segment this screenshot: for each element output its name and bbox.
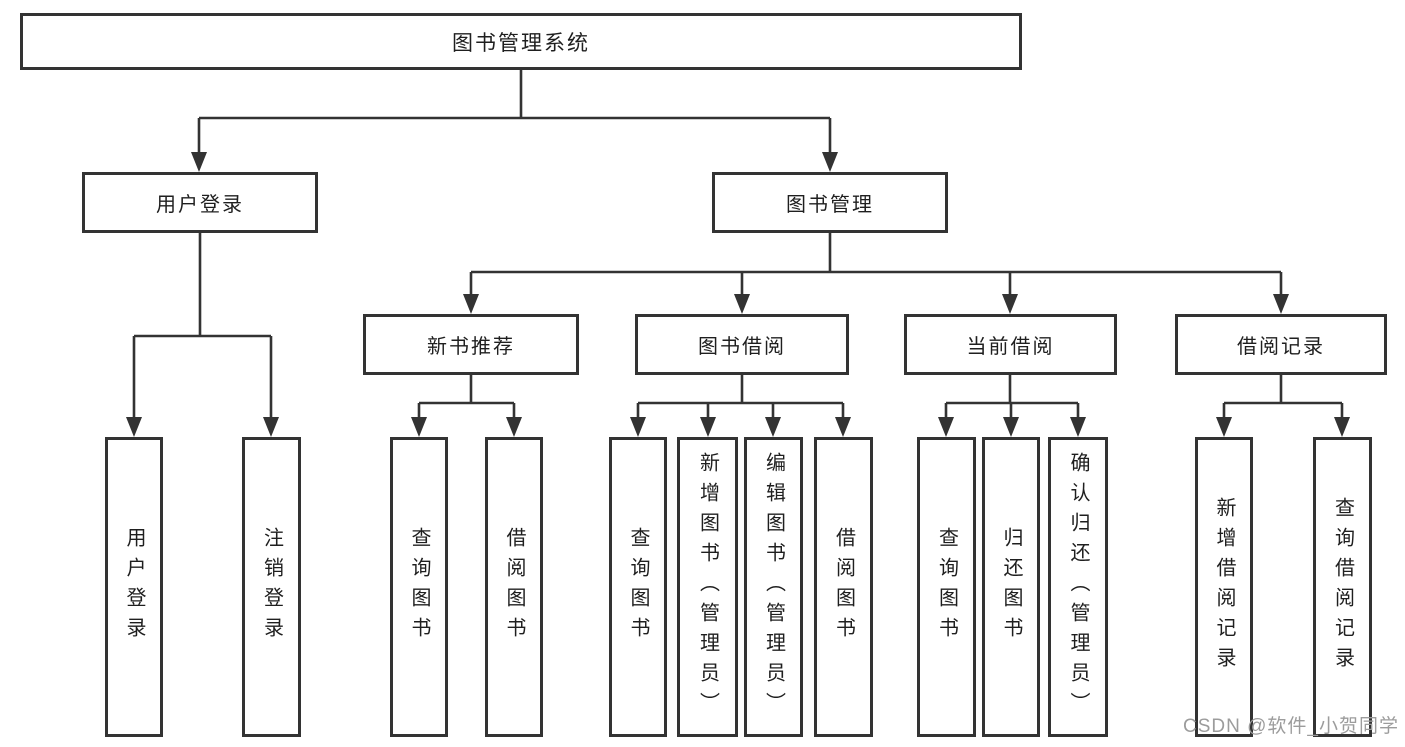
leaf-query-book-recommend: 查询图书 [390,437,448,737]
leaf-confirm-return-admin: 确认归还（管理员） [1048,437,1108,737]
leaf-query-borrow-record: 查询借阅记录 [1313,437,1372,737]
node-user-login: 用户登录 [82,172,318,233]
leaf-edit-book-admin: 编辑图书（管理员） [744,437,803,737]
edges-root [191,70,838,172]
edges-borrow-records [1216,375,1350,437]
edges-new-book-recommend [411,375,522,437]
edges-current-borrow [938,375,1086,437]
node-root-system: 图书管理系统 [20,13,1022,70]
node-current-borrow: 当前借阅 [904,314,1117,375]
node-book-borrow: 图书借阅 [635,314,849,375]
leaf-borrow-book-recommend: 借阅图书 [485,437,543,737]
leaf-borrow-book: 借阅图书 [814,437,873,737]
leaf-add-borrow-record: 新增借阅记录 [1195,437,1253,737]
node-new-book-recommend: 新书推荐 [363,314,579,375]
leaf-user-login: 用户登录 [105,437,163,737]
leaf-query-book-current: 查询图书 [917,437,976,737]
node-book-management: 图书管理 [712,172,948,233]
csdn-watermark: CSDN @软件_小贺同学 [1183,716,1399,737]
edges-user-login [126,233,279,437]
edges-book-borrow [630,375,851,437]
edges-book-management [463,233,1289,314]
node-borrow-records: 借阅记录 [1175,314,1387,375]
leaf-return-book: 归还图书 [982,437,1040,737]
leaf-query-book-borrow: 查询图书 [609,437,667,737]
leaf-add-book-admin: 新增图书（管理员） [677,437,738,737]
leaf-logout: 注销登录 [242,437,301,737]
